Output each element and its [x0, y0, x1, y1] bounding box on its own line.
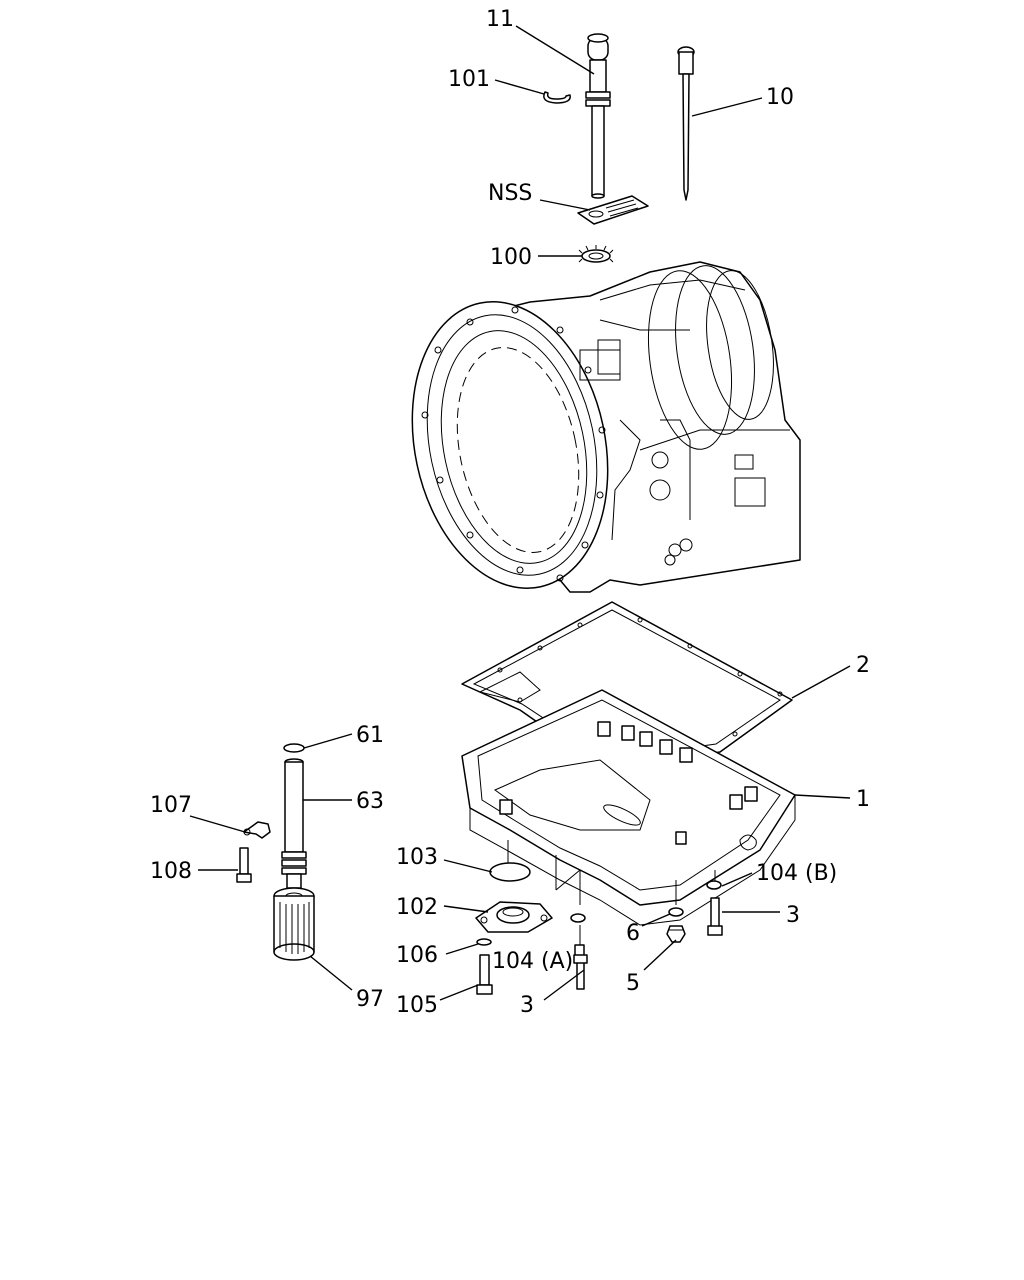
callout-3-left: 3	[520, 993, 534, 1018]
lock-washer-part-100	[578, 245, 614, 263]
callout-5: 5	[626, 971, 640, 996]
callout-61: 61	[356, 723, 384, 748]
washer-part-106	[476, 938, 492, 946]
filler-tube-part-11	[585, 33, 611, 199]
bracket-part-107	[243, 821, 271, 839]
seal-part-61	[283, 743, 305, 753]
callout-104a: 104 (A)	[492, 949, 573, 974]
callout-3-right: 3	[786, 903, 800, 928]
callout-11: 11	[486, 7, 514, 32]
callout-nss: NSS	[488, 181, 532, 206]
strainer-tube-part-63	[281, 758, 307, 889]
dipstick-part-10	[677, 46, 695, 201]
callout-10: 10	[766, 85, 794, 110]
callout-63: 63	[356, 789, 384, 814]
oil-pan-part-1	[461, 689, 796, 926]
o-ring-part-103	[489, 862, 531, 882]
drain-plug-part-5	[666, 925, 686, 943]
callout-102: 102	[396, 895, 438, 920]
strainer-part-97	[273, 887, 315, 961]
callout-103: 103	[396, 845, 438, 870]
callout-101: 101	[448, 67, 490, 92]
bolt-part-3-left	[573, 944, 588, 990]
callout-105: 105	[396, 993, 438, 1018]
callout-106: 106	[396, 943, 438, 968]
washer-part-104a	[570, 913, 586, 923]
callout-108: 108	[150, 859, 192, 884]
clip-part-101	[543, 91, 571, 104]
callout-104b: 104 (B)	[756, 861, 837, 886]
callout-97: 97	[356, 987, 384, 1012]
bolt-part-3-right	[707, 897, 723, 936]
callout-labels: 11 101 10 NSS 100 2 61 63 1 107 103 108 …	[150, 7, 870, 1018]
callout-107: 107	[150, 793, 192, 818]
transmission-housing	[411, 261, 801, 593]
label-plate-nss	[577, 195, 649, 225]
bolt-part-105	[476, 954, 493, 995]
callout-2: 2	[856, 653, 870, 678]
callout-100: 100	[490, 245, 532, 270]
callout-1: 1	[856, 787, 870, 812]
washer-part-104b	[706, 880, 722, 890]
cover-part-102	[475, 901, 553, 933]
callout-6: 6	[626, 921, 640, 946]
leader-lines	[189, 25, 851, 1001]
alignment-lines	[507, 840, 716, 950]
bolt-part-108	[236, 847, 252, 883]
washer-part-6	[668, 907, 684, 917]
